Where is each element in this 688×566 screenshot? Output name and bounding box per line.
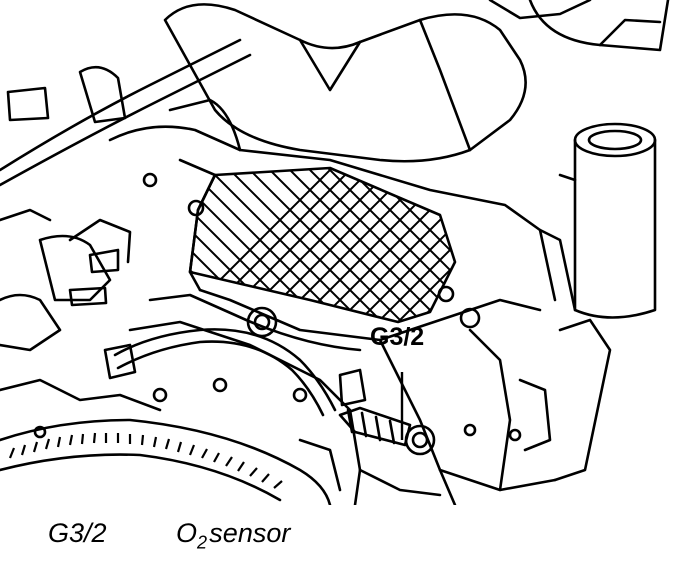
caption: G3/2 O2 sensor: [0, 512, 688, 562]
caption-desc-rest: sensor: [209, 518, 291, 548]
flywheel-teeth: [8, 432, 283, 489]
callout-label: G3/2: [370, 323, 424, 351]
caption-desc-main: O: [176, 518, 198, 548]
vacuum-hose: [0, 38, 242, 172]
caption-description: O2 sensor: [176, 518, 290, 553]
caption-code: G3/2: [48, 518, 107, 548]
cylinder-head: [108, 125, 557, 302]
sensor-wire: [113, 328, 337, 412]
flywheel: [0, 418, 332, 505]
engine-diagram: G3/2: [0, 0, 670, 505]
oil-filler-neck: [573, 138, 657, 319]
caption-desc-sub: 2: [197, 532, 208, 553]
hatched-cover-plate: [188, 166, 457, 324]
intake-manifold: [163, 3, 527, 163]
